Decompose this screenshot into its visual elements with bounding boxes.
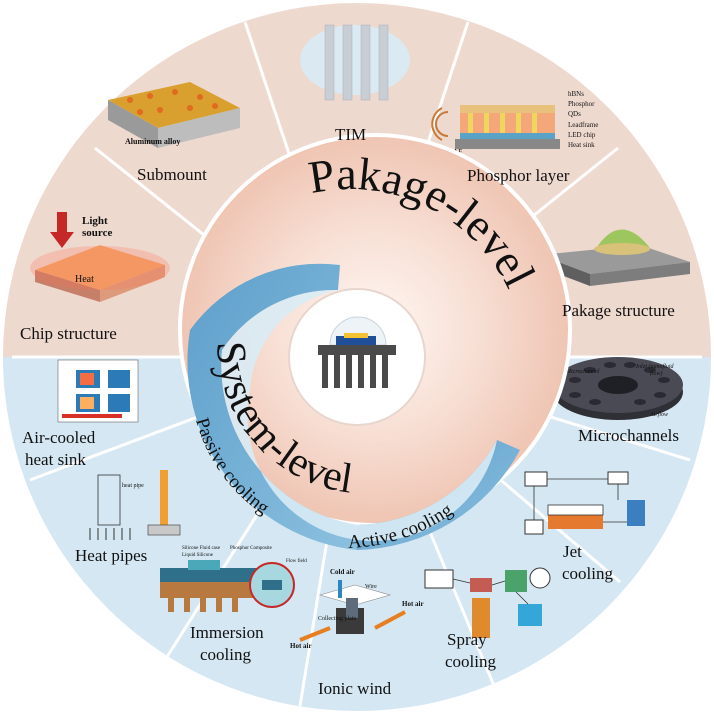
chip-structure-illustration: Light source Heat xyxy=(30,212,170,302)
aluminum-alloy-label: Aluminum alloy xyxy=(125,137,180,146)
heat-label: Heat xyxy=(75,274,94,285)
immersion-cooling-label-2: cooling xyxy=(200,645,251,664)
package-structure-illustration xyxy=(540,229,690,286)
phosphor-composite-label: Phosphor Composite xyxy=(230,546,273,551)
microchannels-label: Microchannels xyxy=(578,426,679,445)
submount-illustration: Aluminum alloy xyxy=(108,82,240,148)
silicone-fluid-label: Silicone Fluid case xyxy=(182,546,221,551)
jet-cooling-illustration xyxy=(524,471,645,535)
air-cooled-label-2: heat sink xyxy=(25,450,86,469)
jet-cooling-label-2: cooling xyxy=(562,564,613,583)
tim-illustration xyxy=(300,24,410,101)
inlet-label-2: flow) xyxy=(650,370,662,377)
spray-cooling-label-1: Spray xyxy=(447,630,487,649)
airflow-label: Airflow xyxy=(649,411,668,418)
liquid-silicone-label: Liquid Silicone xyxy=(182,553,214,558)
immersion-cooling-label-1: Immersion xyxy=(190,623,264,642)
ionic-wind-label: Ionic wind xyxy=(318,679,392,698)
collecting-plate-label: Collecting plate xyxy=(318,616,356,622)
heat-pipes-illustration: heat pipe xyxy=(89,470,181,540)
inlet-label-1: Inlet (nanofluid xyxy=(635,363,674,370)
hot-air-left-label: Hot air xyxy=(290,642,312,650)
spray-cooling-label-2: cooling xyxy=(445,652,496,671)
jet-cooling-label-1: Jet xyxy=(563,542,582,561)
hbns-label: hBNs xyxy=(568,90,584,98)
package-structure-label: Pakage structure xyxy=(562,301,675,320)
heat-pipe-small-label: heat pipe xyxy=(122,483,144,489)
leadframe-label: Leadframe xyxy=(568,121,598,129)
phosphor-layer-label: Phosphor layer xyxy=(467,166,570,185)
qds-label: QDs xyxy=(568,110,581,118)
air-cooled-illustration xyxy=(57,359,139,423)
flow-field-label: Flow field xyxy=(286,559,307,564)
air-cooled-label-1: Air-cooled xyxy=(22,428,96,447)
central-led-icon xyxy=(288,288,426,426)
led-chip-label: LED chip xyxy=(568,131,596,139)
passive-cooling-band xyxy=(187,263,357,550)
cold-air-label: Cold air xyxy=(330,568,355,576)
heat-pipes-label: Heat pipes xyxy=(75,546,147,565)
ionic-wind-illustration: Cold air Hot air Hot air Wire Collecting… xyxy=(290,568,424,650)
light-label: Light xyxy=(82,215,108,227)
heat-sink-label: Heat sink xyxy=(568,141,595,149)
tim-label: TIM xyxy=(335,125,366,144)
microchannel-small-label: Microchannel xyxy=(565,369,600,375)
system-level-band xyxy=(187,263,520,550)
microchannels-illustration: Microchannel Inlet (nanofluid flow) Airf… xyxy=(553,357,683,420)
spray-cooling-illustration xyxy=(424,567,551,638)
submount-label: Submount xyxy=(137,165,207,184)
wire-label: Wire xyxy=(365,584,377,590)
phosphor-small-label: Phosphor xyxy=(568,100,595,108)
source-label: source xyxy=(82,227,112,239)
hot-air-right-label: Hot air xyxy=(402,600,424,608)
chip-structure-label: Chip structure xyxy=(20,324,117,343)
immersion-cooling-illustration: Silicone Fluid case Phosphor Composite F… xyxy=(160,546,307,612)
